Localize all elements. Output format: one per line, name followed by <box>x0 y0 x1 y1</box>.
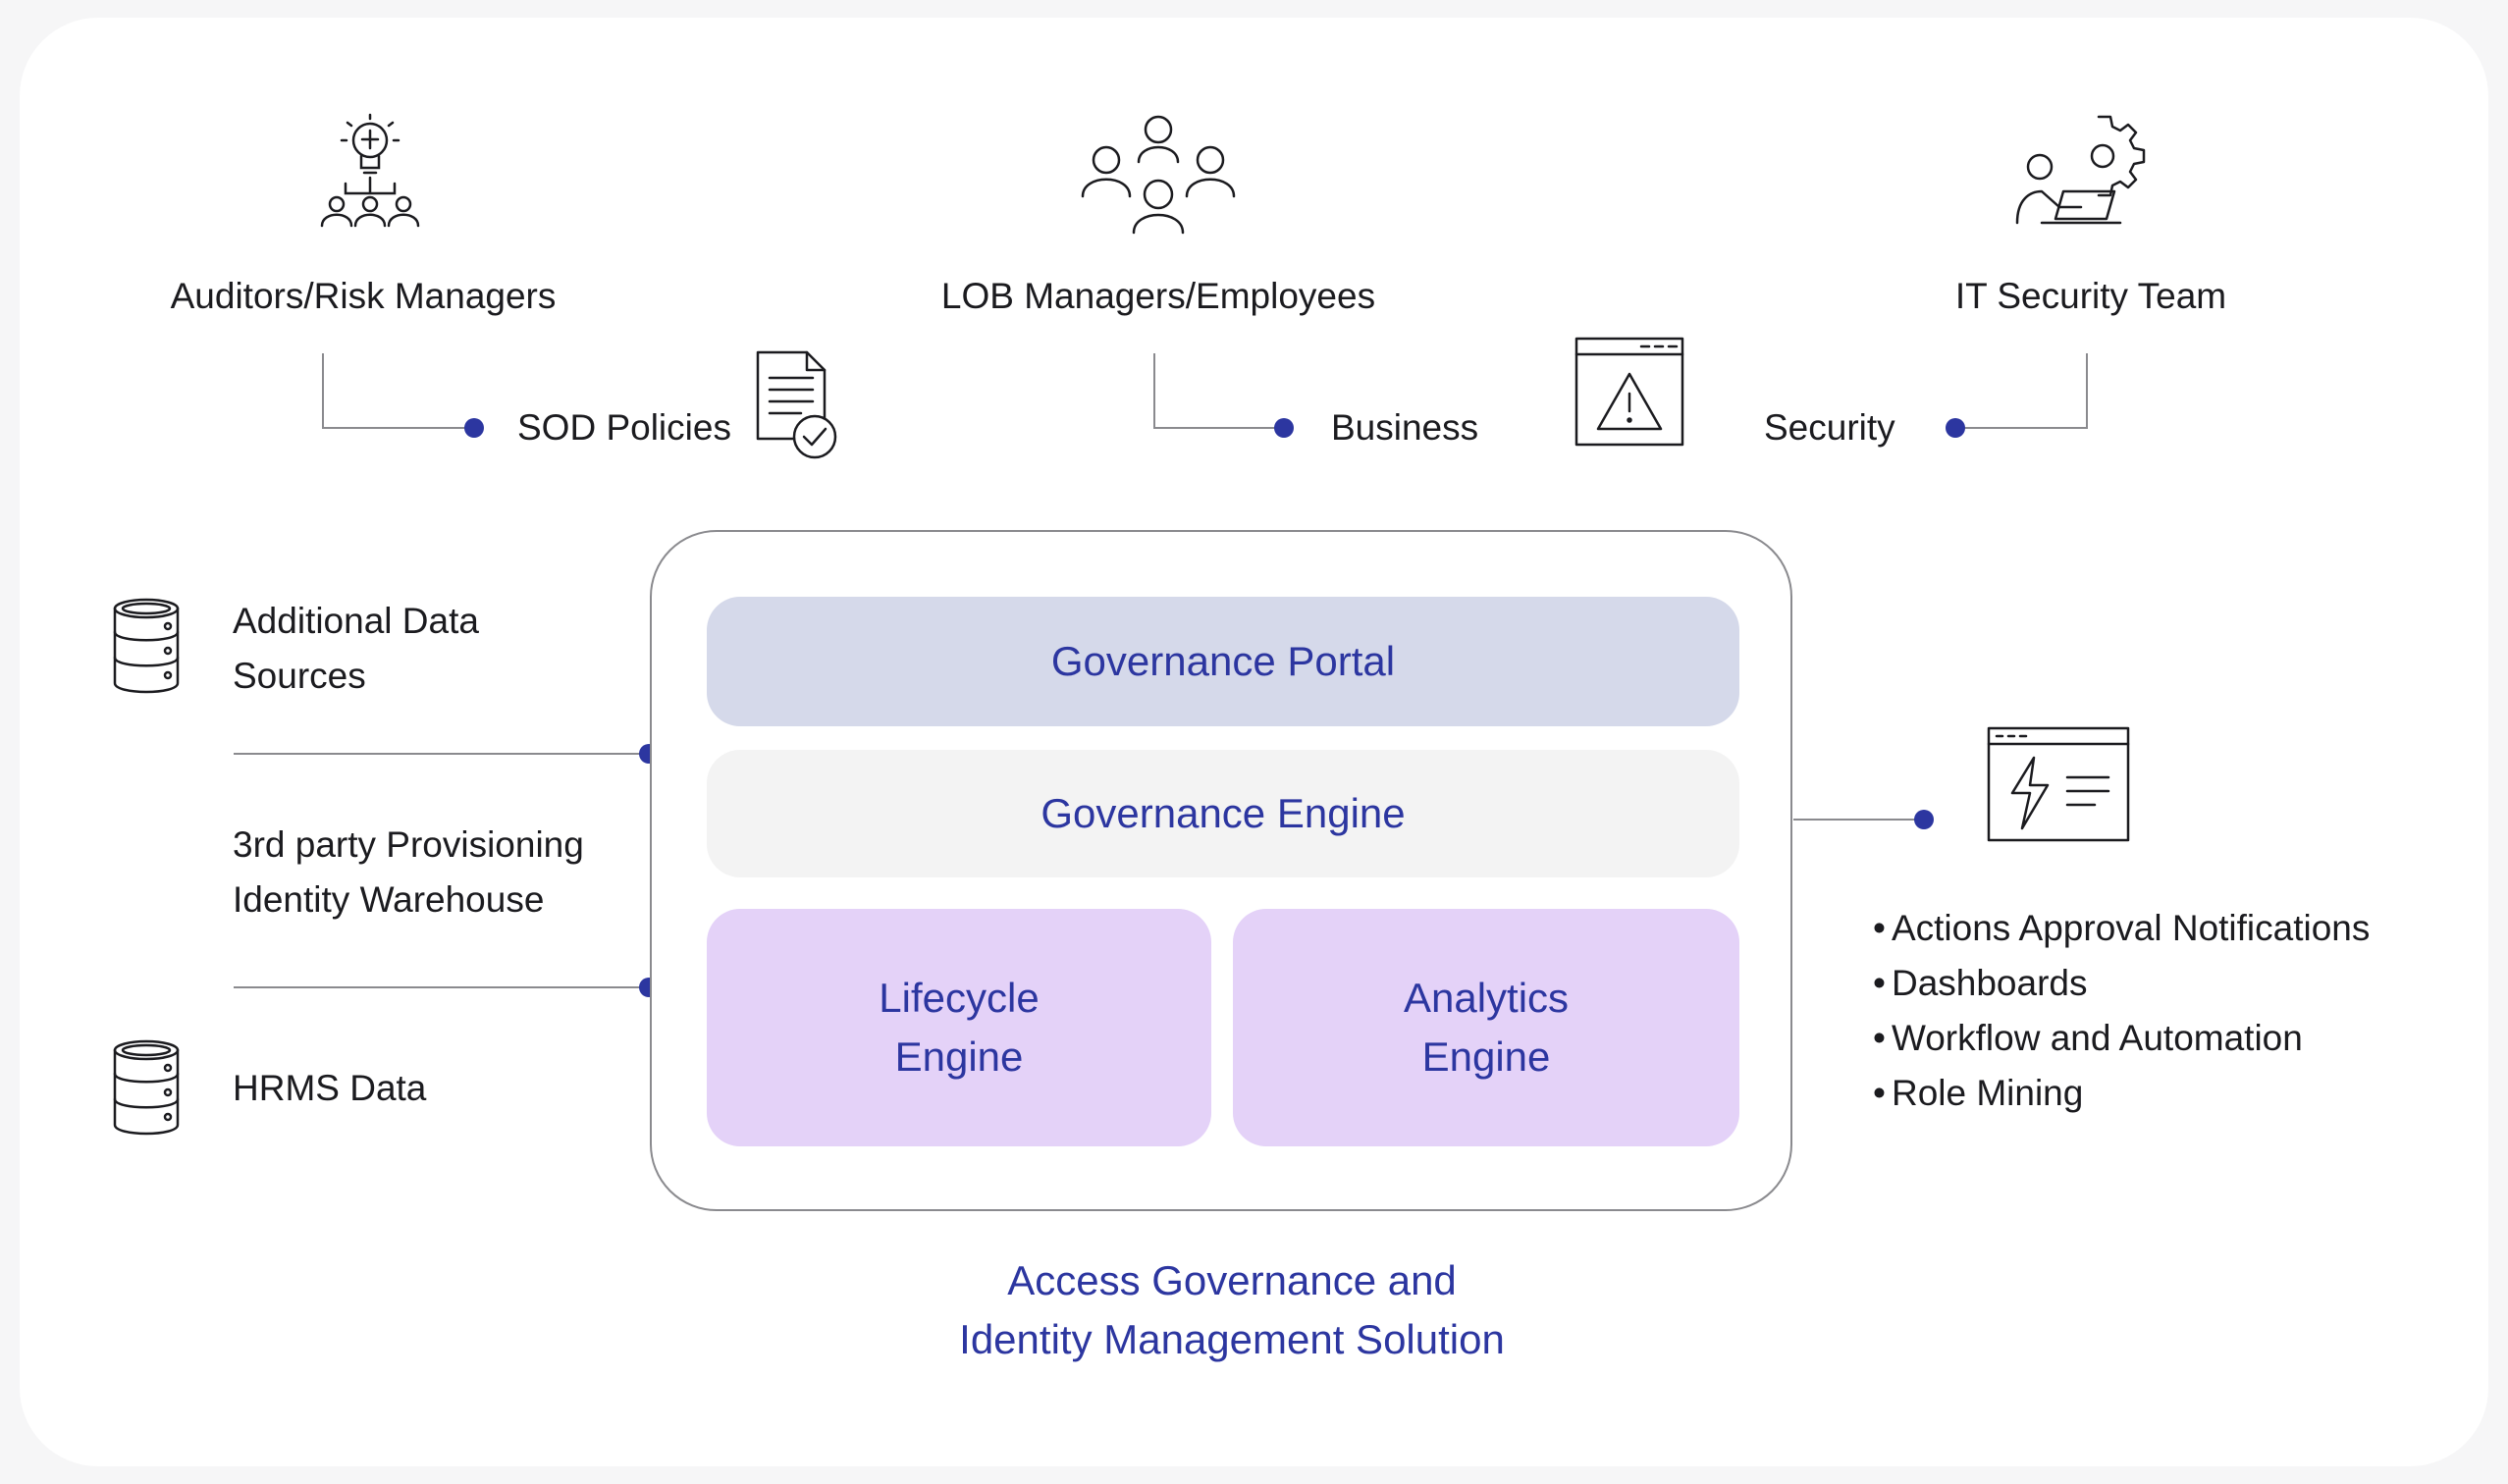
idea-team-icon <box>316 113 424 231</box>
persona-lob-managers: LOB Managers/Employees <box>940 276 1376 316</box>
provisioning-line2: Identity Warehouse <box>233 879 545 920</box>
list-item: Role Mining <box>1873 1066 2370 1121</box>
policy-document-icon <box>754 348 842 461</box>
warning-window-icon <box>1574 337 1684 447</box>
solution-caption-line2: Identity Management Solution <box>959 1316 1505 1362</box>
additional-sources-line2: Sources <box>233 656 366 696</box>
additional-sources-line1: Additional Data <box>233 601 479 641</box>
dashboard-bolt-icon <box>1987 726 2130 842</box>
persona-auditors: Auditors/Risk Managers <box>170 276 557 316</box>
lifecycle-engine-line1: Lifecycle <box>879 975 1040 1021</box>
lifecycle-engine: Lifecycle Engine <box>707 909 1211 1146</box>
group-icon <box>1080 113 1237 236</box>
solution-caption-line1: Access Governance and <box>1007 1257 1457 1303</box>
lifecycle-engine-line2: Engine <box>894 1034 1024 1080</box>
governance-engine-label: Governance Engine <box>1041 790 1406 836</box>
sod-policies-label: SOD Policies <box>517 407 731 448</box>
list-item: Actions Approval Notifications <box>1873 901 2370 956</box>
solution-caption: Access Governance and Identity Managemen… <box>785 1251 1679 1369</box>
governance-engine: Governance Engine <box>707 750 1739 877</box>
governance-portal: Governance Portal <box>707 597 1739 726</box>
gear-user-icon <box>2012 113 2150 229</box>
analytics-engine-line2: Engine <box>1421 1034 1551 1080</box>
business-label: Business <box>1331 407 1479 448</box>
analytics-engine: Analytics Engine <box>1233 909 1739 1146</box>
database-icon <box>111 597 182 697</box>
persona-it-security: IT Security Team <box>1954 276 2227 316</box>
analytics-engine-line1: Analytics <box>1403 975 1570 1021</box>
database-icon <box>111 1038 182 1139</box>
provisioning-line1: 3rd party Provisioning <box>233 824 584 865</box>
hrms-label: HRMS Data <box>233 1068 427 1108</box>
security-label: Security <box>1764 407 1895 448</box>
outputs-list: Actions Approval Notifications Dashboard… <box>1873 901 2370 1121</box>
list-item: Workflow and Automation <box>1873 1011 2370 1066</box>
list-item: Dashboards <box>1873 956 2370 1011</box>
governance-portal-label: Governance Portal <box>1050 638 1396 684</box>
